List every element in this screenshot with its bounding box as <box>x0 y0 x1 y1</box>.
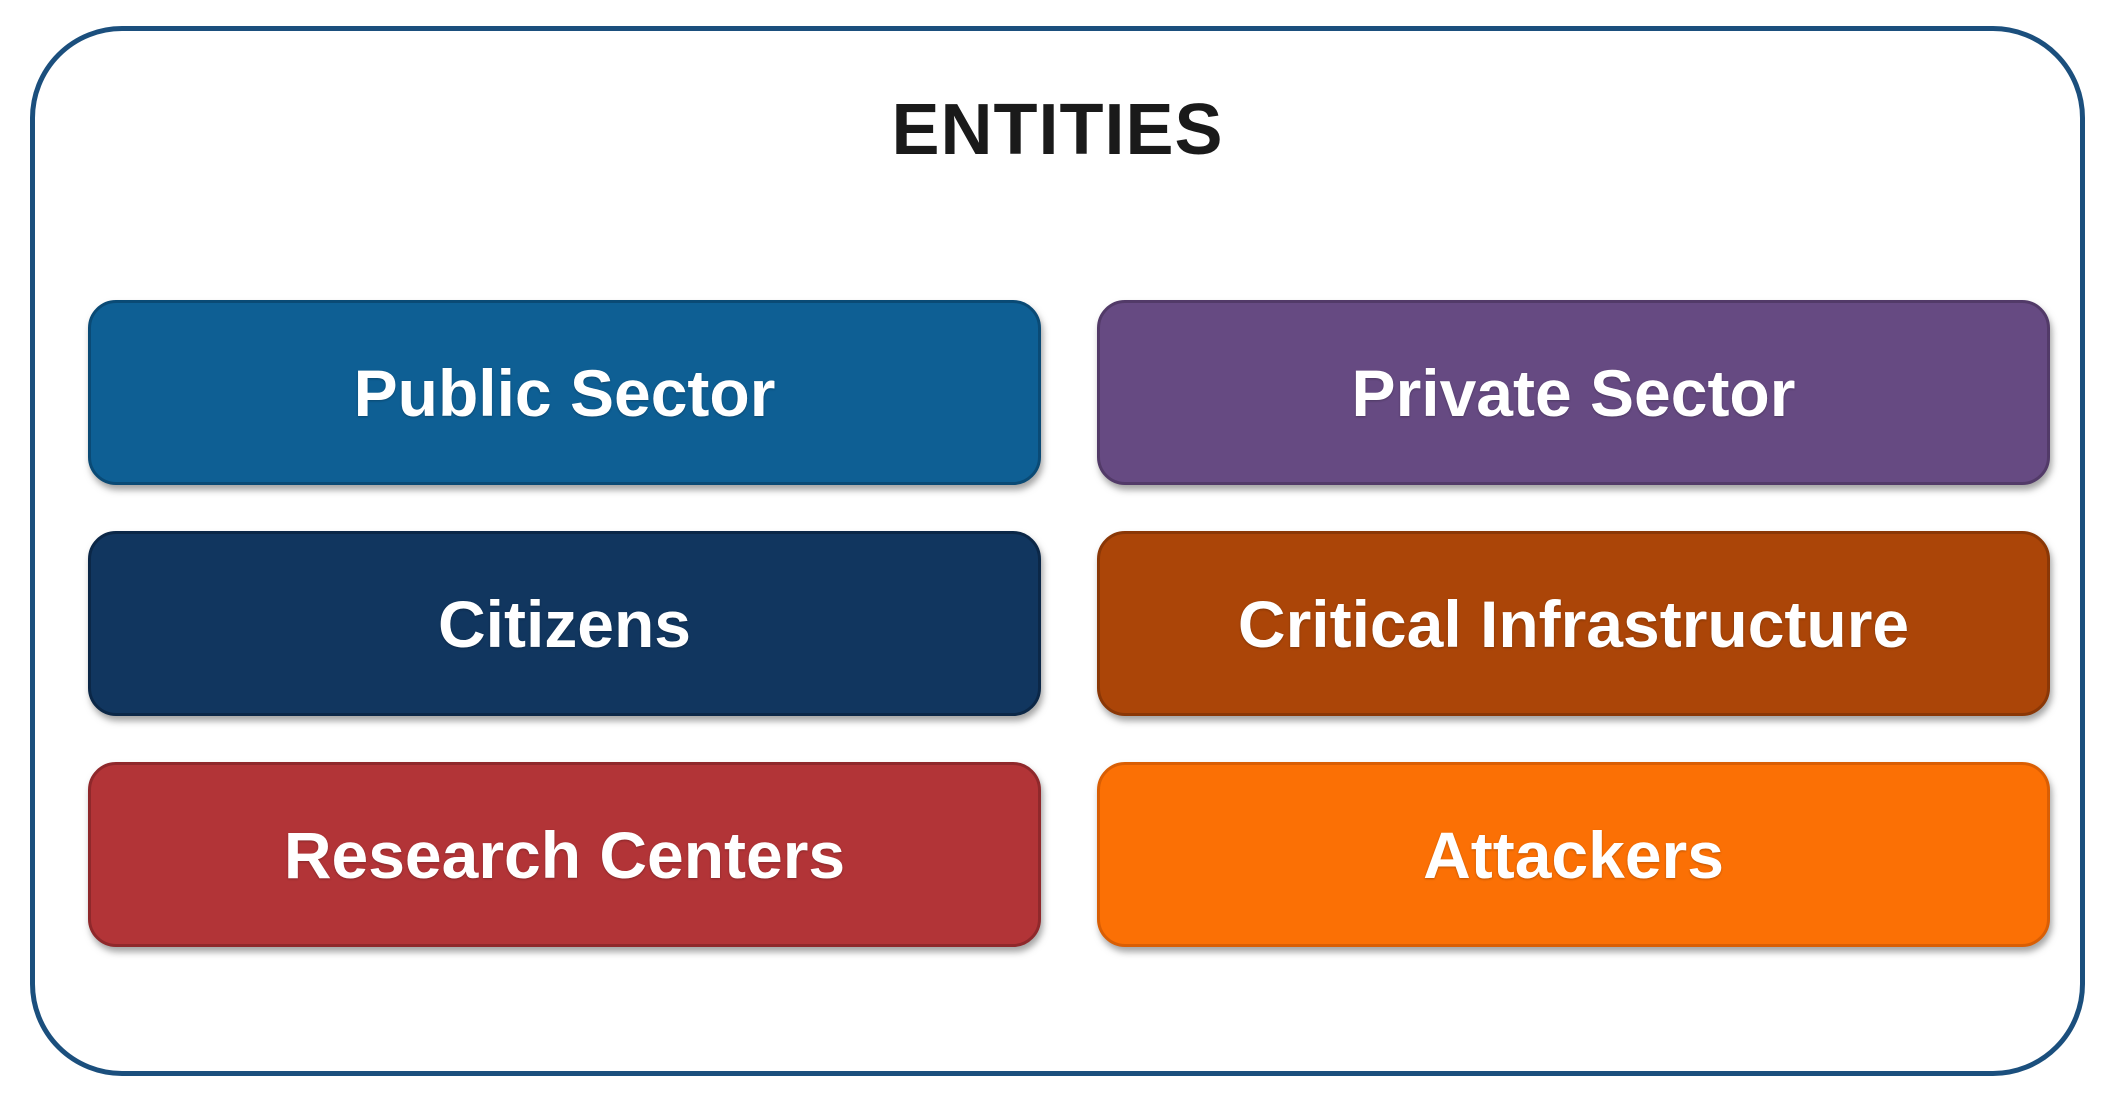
entities-frame: ENTITIES Public Sector Private Sector Ci… <box>30 26 2085 1076</box>
entities-grid: Public Sector Private Sector Citizens Cr… <box>88 300 2050 947</box>
entity-box-research-centers: Research Centers <box>88 762 1041 947</box>
entity-box-attackers: Attackers <box>1097 762 2050 947</box>
diagram-title: ENTITIES <box>891 90 1224 170</box>
entity-box-citizens: Citizens <box>88 531 1041 716</box>
entity-box-private-sector: Private Sector <box>1097 300 2050 485</box>
entity-box-public-sector: Public Sector <box>88 300 1041 485</box>
entity-box-critical-infrastructure: Critical Infrastructure <box>1097 531 2050 716</box>
